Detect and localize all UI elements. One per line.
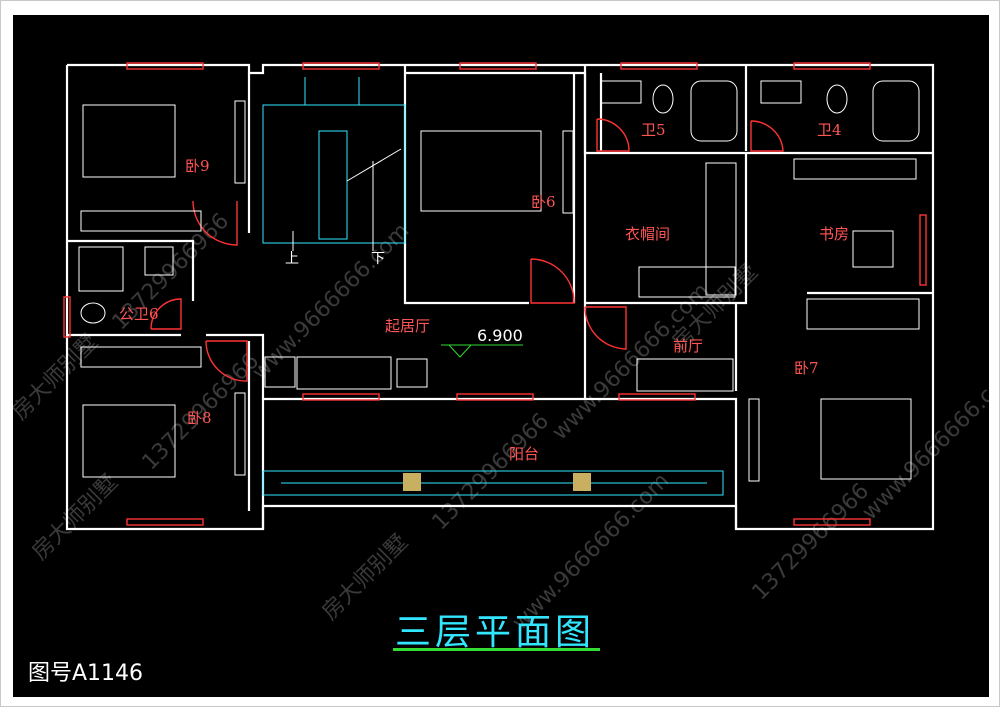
watermark-text: 13729966966 — [428, 409, 555, 536]
staircase — [262, 77, 406, 251]
room-label-living-room: 起居厅 — [385, 317, 430, 335]
walls — [65, 63, 935, 531]
watermark-text: 房大师别墅 — [13, 330, 103, 425]
wall-closet — [585, 153, 748, 305]
room-label-bedroom-9: 卧9 — [185, 157, 210, 175]
doors — [150, 118, 784, 382]
wall-bed9-bottom — [67, 239, 195, 259]
room-label-balcony: 阳台 — [509, 445, 539, 463]
balcony-railing — [262, 470, 724, 496]
floor-plan: 房大师别墅13729966966www.9666666.com房大师别墅1372… — [13, 62, 989, 636]
outer-wall — [65, 63, 935, 531]
windows — [63, 62, 927, 526]
bed-9 — [82, 104, 176, 178]
stair-up-label: 上 — [285, 251, 299, 267]
bed-8 — [82, 404, 176, 478]
furniture — [78, 80, 920, 482]
room-label-front-hall: 前厅 — [673, 337, 703, 355]
elevation-label: 6.900 — [477, 326, 523, 345]
room-label-bath-4: 卫4 — [817, 121, 842, 139]
watermark-text: 13729966966 — [748, 479, 875, 606]
watermark-text: 房大师别墅 — [28, 470, 123, 565]
room-labels: 卧9 卧6 卧8 卧7 卫5 卫4 公卫6 衣帽间 书房 起居厅 前厅 阳台 — [119, 121, 849, 463]
drawing-number: 图号A1146 — [28, 661, 144, 686]
watermark-layer: 房大师别墅13729966966www.9666666.com房大师别墅1372… — [13, 209, 989, 636]
wall-bath5 — [583, 73, 746, 155]
title-underline — [393, 648, 600, 651]
room-label-closet: 衣帽间 — [625, 225, 670, 243]
watermark-text: www.9666666.com — [858, 358, 989, 525]
wall-stair-right — [403, 65, 529, 305]
room-label-study: 书房 — [819, 225, 849, 243]
wall-balcony — [261, 504, 738, 529]
room-label-bath-5: 卫5 — [641, 121, 666, 139]
stair-down-label: 下 — [371, 251, 385, 267]
room-label-bedroom-7: 卧7 — [794, 359, 819, 377]
room-label-public-bath-6: 公卫6 — [119, 305, 159, 323]
bed-7 — [820, 398, 912, 480]
plan-title: 三层平面图 — [395, 612, 596, 653]
room-label-bedroom-6: 卧6 — [531, 193, 556, 211]
wall-bed8-top — [206, 333, 265, 399]
bed-6 — [420, 130, 542, 212]
elevation-marker: 6.900 — [441, 326, 523, 358]
room-label-bedroom-8: 卧8 — [187, 409, 212, 427]
